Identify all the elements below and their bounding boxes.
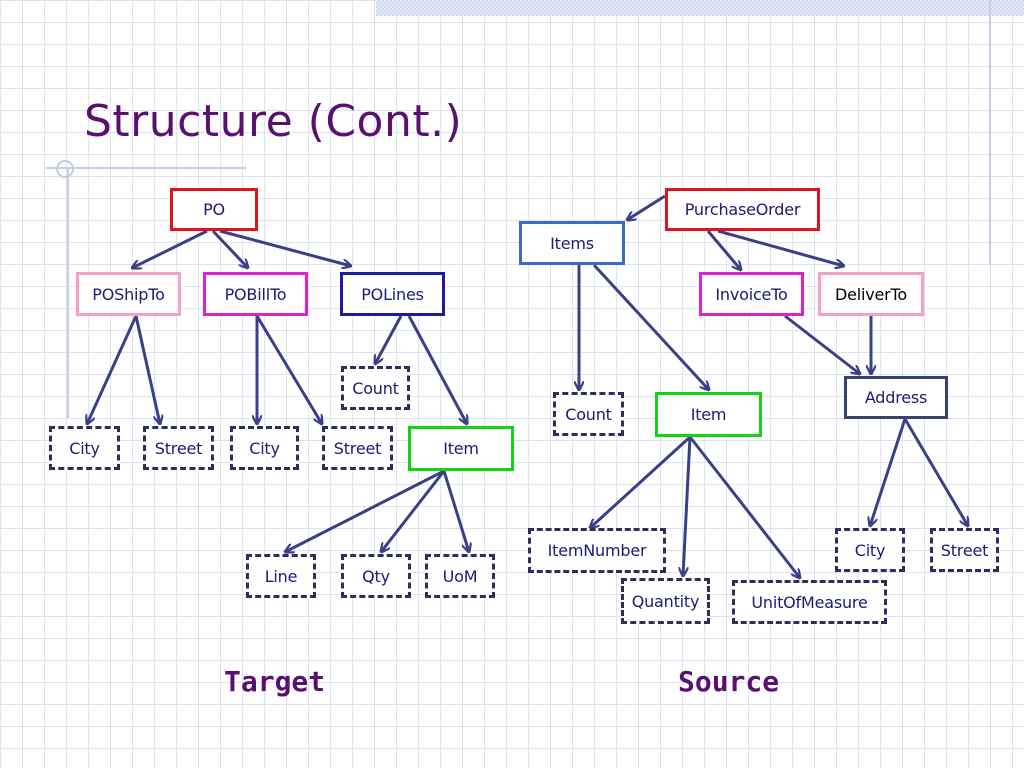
edge-address-city (870, 418, 907, 526)
target-node-city-billto: City (230, 426, 299, 470)
edge-item-unitofmeasure (688, 436, 800, 578)
edge-polines-item (407, 315, 467, 424)
target-node-poshipto: POShipTo (76, 272, 181, 316)
source-node-city: City (835, 528, 905, 572)
source-node-unitofmeasure: UnitOfMeasure (732, 580, 887, 624)
target-node-pobillto: POBillTo (203, 272, 308, 316)
target-node-city-shipto: City (49, 426, 120, 470)
edge-item-uom (442, 470, 469, 552)
source-node-quantity: Quantity (621, 578, 710, 624)
edge-poshipto-street (134, 315, 160, 424)
right-decor-line (989, 0, 991, 265)
edge-address-street (903, 418, 968, 526)
target-node-po: PO (170, 188, 258, 231)
source-node-purchaseorder: PurchaseOrder (665, 188, 820, 231)
target-node-count: Count (341, 366, 410, 410)
edge-item-line (285, 469, 445, 552)
edge-item-itemnumber (590, 435, 692, 528)
target-caption: Target (224, 665, 326, 698)
source-node-deliverto: DeliverTo (818, 272, 924, 316)
target-node-qty: Qty (341, 554, 411, 598)
target-node-street-billto: Street (322, 426, 393, 470)
target-node-street-shipto: Street (143, 426, 214, 470)
edge-poshipto-city (87, 315, 138, 424)
edge-invoiceto-address (784, 314, 860, 374)
edge-po-polines (219, 229, 351, 266)
source-caption: Source (678, 665, 780, 698)
target-node-item: Item (408, 426, 514, 471)
edge-item-qty (381, 470, 446, 552)
source-node-items: Items (519, 221, 625, 265)
target-node-polines: POLines (340, 272, 445, 316)
edge-item-quantity (683, 436, 692, 576)
title-underline (46, 167, 246, 169)
decor-circle-icon (56, 160, 74, 178)
edge-purchaseorder-deliverto (717, 229, 844, 266)
slide-title: Structure (Cont.) (84, 96, 463, 147)
edge-po-poshipto (132, 229, 208, 268)
edge-polines-count (375, 315, 403, 364)
source-node-item: Item (655, 392, 762, 437)
edge-po-pobillto (211, 229, 248, 268)
target-node-line: Line (246, 554, 316, 598)
source-node-count: Count (553, 392, 624, 436)
source-node-invoiceto: InvoiceTo (699, 272, 804, 316)
source-node-itemnumber: ItemNumber (528, 528, 666, 573)
target-node-uom: UoM (425, 554, 495, 598)
left-decor-line (67, 168, 69, 418)
source-node-street: Street (930, 528, 999, 572)
edge-items-item (592, 263, 709, 390)
edge-purchaseorder-items (627, 194, 666, 220)
top-decor-bar (376, 0, 1024, 16)
edge-purchaseorder-invoiceto (706, 230, 741, 270)
source-node-address: Address (844, 376, 948, 419)
edge-pobillto-street (255, 315, 322, 424)
